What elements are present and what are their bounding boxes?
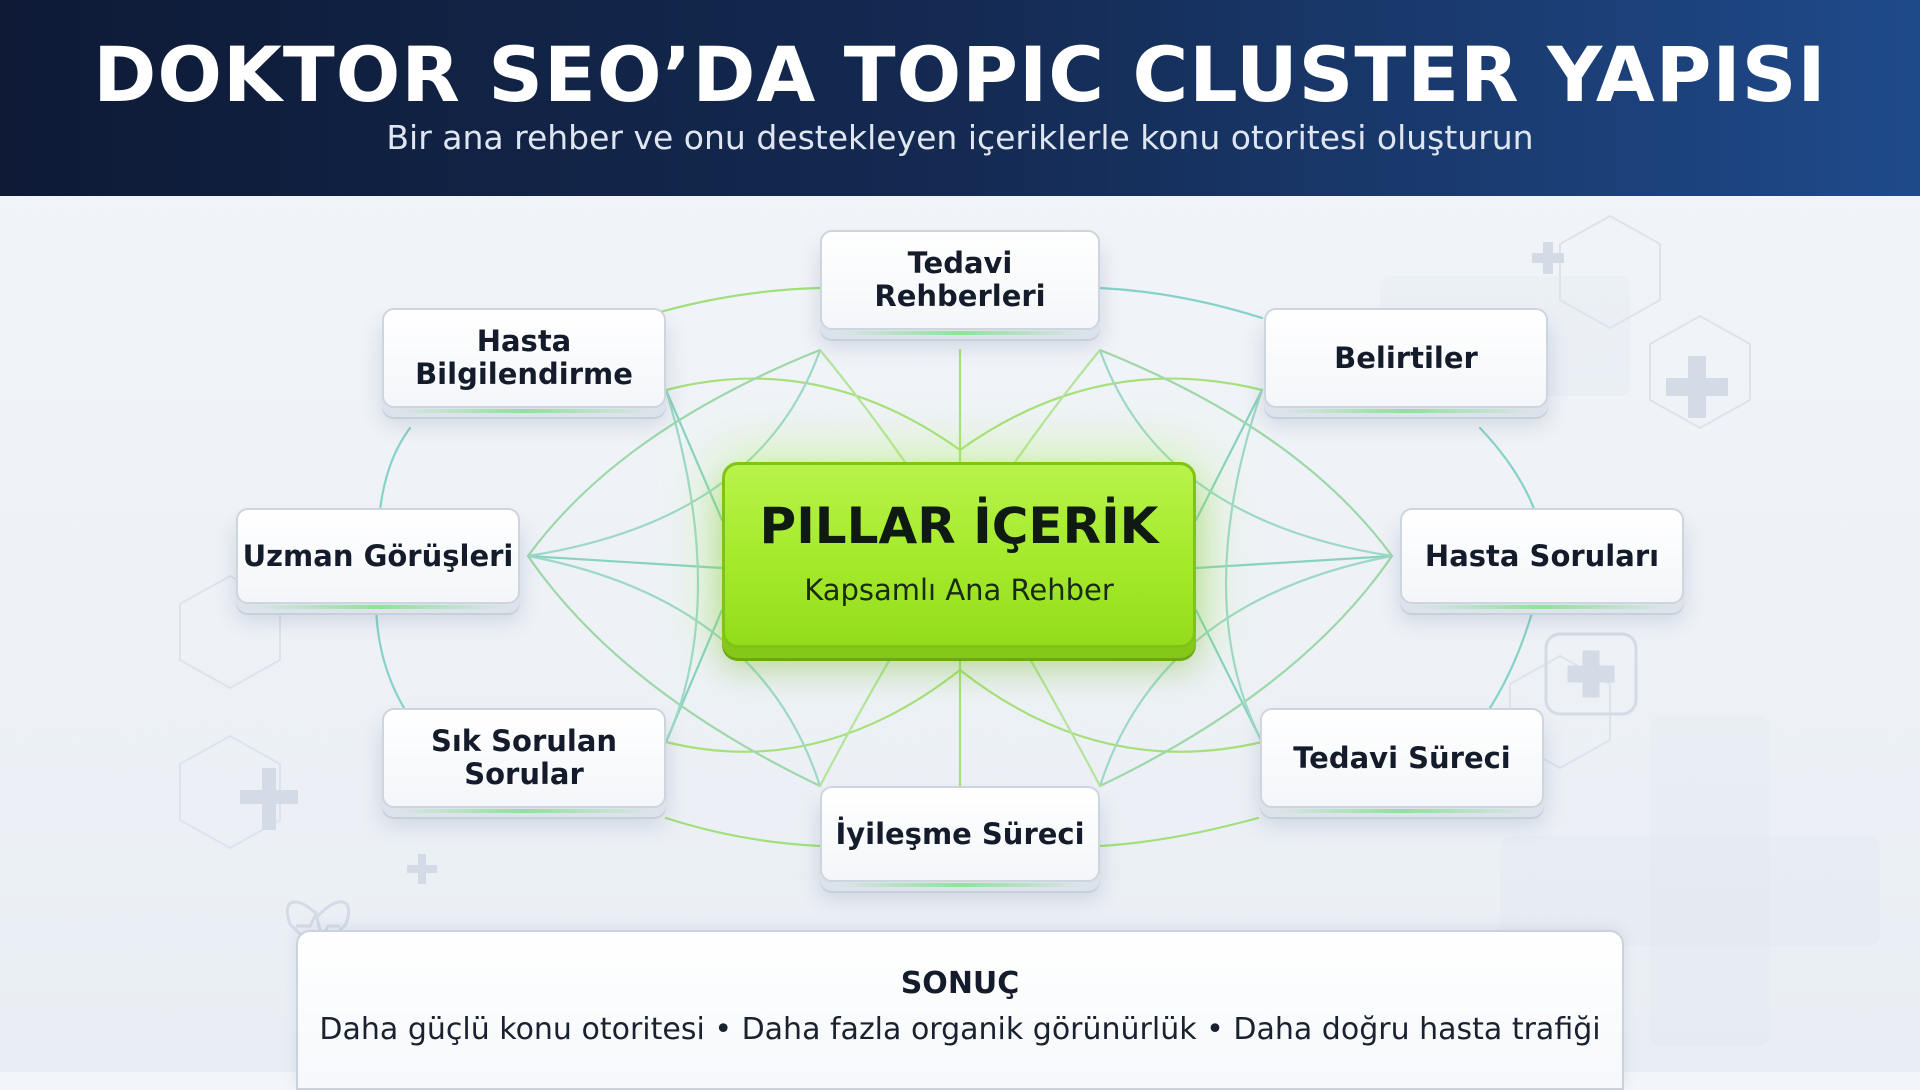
cluster-node-sik-sorulan-sorular: Sık Sorulan Sorular [382, 708, 666, 813]
node-label-line: Tedavi Süreci [1293, 740, 1511, 775]
pillar-content-node: PILLAR İÇERİK Kapsamlı Ana Rehber [722, 462, 1196, 648]
cluster-node-tedavi-sureci: Tedavi Süreci [1260, 708, 1544, 813]
pillar-subtitle: Kapsamlı Ana Rehber [804, 573, 1114, 607]
cluster-node-hasta-bilgilendirme: Hasta Bilgilendirme [382, 308, 666, 413]
node-label-line: Sorular [464, 757, 584, 791]
result-panel: SONUÇ Daha güçlü konu otoritesi • Daha f… [296, 930, 1624, 1090]
node-label-line: Uzman Görüşleri [242, 538, 514, 573]
pillar-title: PILLAR İÇERİK [759, 497, 1159, 555]
node-label-line: Tedavi [907, 246, 1013, 280]
result-text: Daha güçlü konu otoritesi • Daha fazla o… [319, 1012, 1601, 1047]
cluster-node-uzman-gorusleri: Uzman Görüşleri [236, 508, 520, 609]
cluster-node-tedavi-rehberleri: Tedavi Rehberleri [820, 230, 1100, 335]
node-label-line: Bilgilendirme [415, 357, 633, 391]
cluster-node-hasta-sorulari: Hasta Soruları [1400, 508, 1684, 609]
node-label-line: Hasta [476, 324, 572, 358]
page-title: DOKTOR SEO’DA TOPIC CLUSTER YAPISI [93, 30, 1827, 119]
node-label-line: Sık Sorulan [430, 724, 618, 758]
node-label-line: Hasta Soruları [1424, 538, 1660, 573]
cluster-node-iyilesme-sureci: İyileşme Süreci [820, 786, 1100, 887]
node-label-line: Belirtiler [1334, 340, 1478, 375]
result-title: SONUÇ [900, 966, 1020, 1001]
cluster-node-belirtiler: Belirtiler [1264, 308, 1548, 413]
page-subtitle: Bir ana rehber ve onu destekleyen içerik… [386, 118, 1534, 157]
node-label-line: Rehberleri [874, 279, 1046, 313]
plus-icon [240, 242, 1728, 884]
medical-background-decoration [179, 214, 1880, 1046]
node-label-line: İyileşme Süreci [835, 816, 1085, 851]
header-banner: DOKTOR SEO’DA TOPIC CLUSTER YAPISI Bir a… [0, 0, 1920, 196]
